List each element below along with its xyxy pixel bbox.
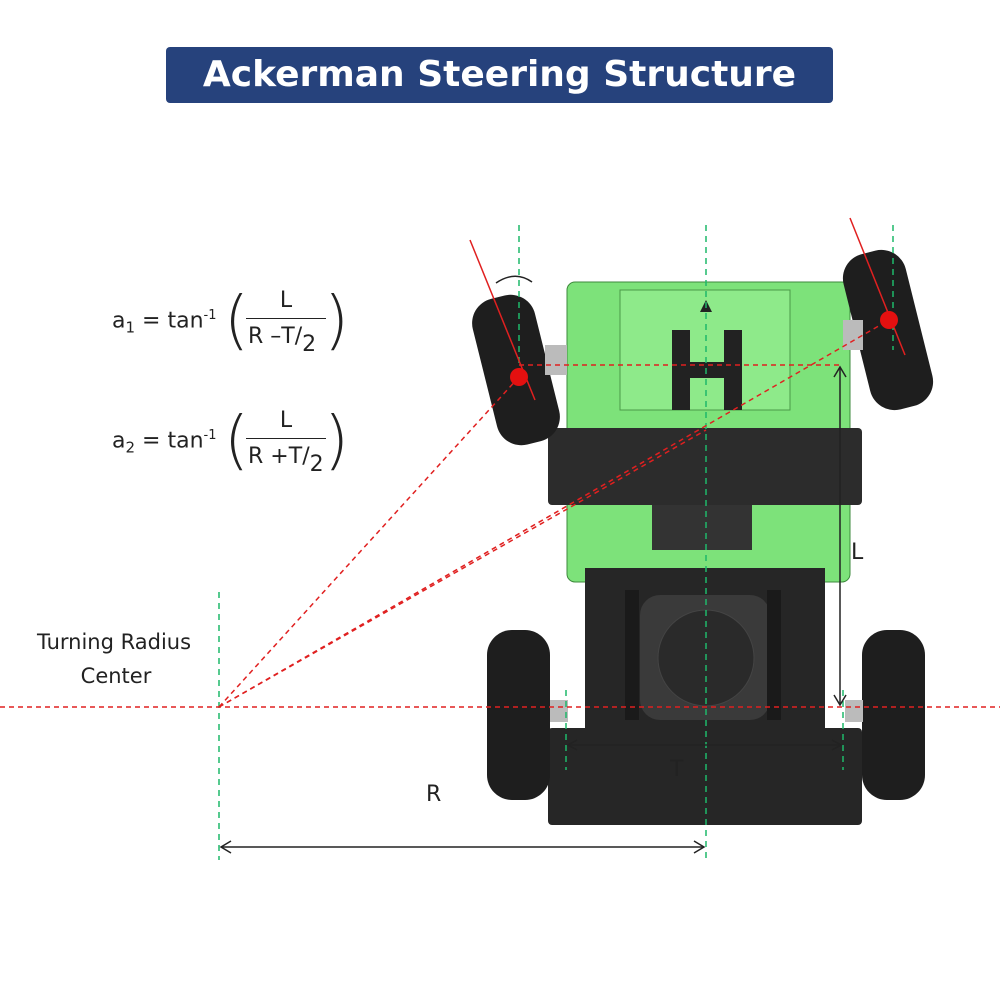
- h-logo: [672, 330, 742, 410]
- front-left-pivot: [510, 368, 528, 386]
- formula-var: a: [112, 428, 126, 454]
- formula-sub: 1: [125, 318, 136, 337]
- formula-eq: = tan: [142, 308, 204, 334]
- t-label: T: [670, 757, 684, 782]
- l-label: L: [851, 540, 864, 565]
- rear-bumper: [548, 728, 862, 825]
- formula-numerator: L: [279, 408, 293, 433]
- formula-eq: = tan: [142, 428, 204, 454]
- formula-sup: -1: [203, 308, 217, 323]
- r-label: R: [426, 782, 442, 807]
- front-right-pivot: [880, 311, 898, 329]
- diagram-title: Ackerman Steering Structure: [166, 47, 833, 103]
- rear-right-wheel: [845, 630, 925, 800]
- rear-left-wheel: [487, 630, 568, 800]
- formula-numerator: L: [279, 288, 293, 313]
- front-right-wheel: [842, 249, 934, 411]
- formula-var: a: [112, 308, 126, 334]
- formula-sup: -1: [203, 428, 217, 443]
- turning-radius-label: Turning Radius: [36, 630, 192, 654]
- center-label: Center: [80, 664, 152, 688]
- front-bumper: [548, 428, 862, 505]
- formula-sub: 2: [125, 438, 136, 457]
